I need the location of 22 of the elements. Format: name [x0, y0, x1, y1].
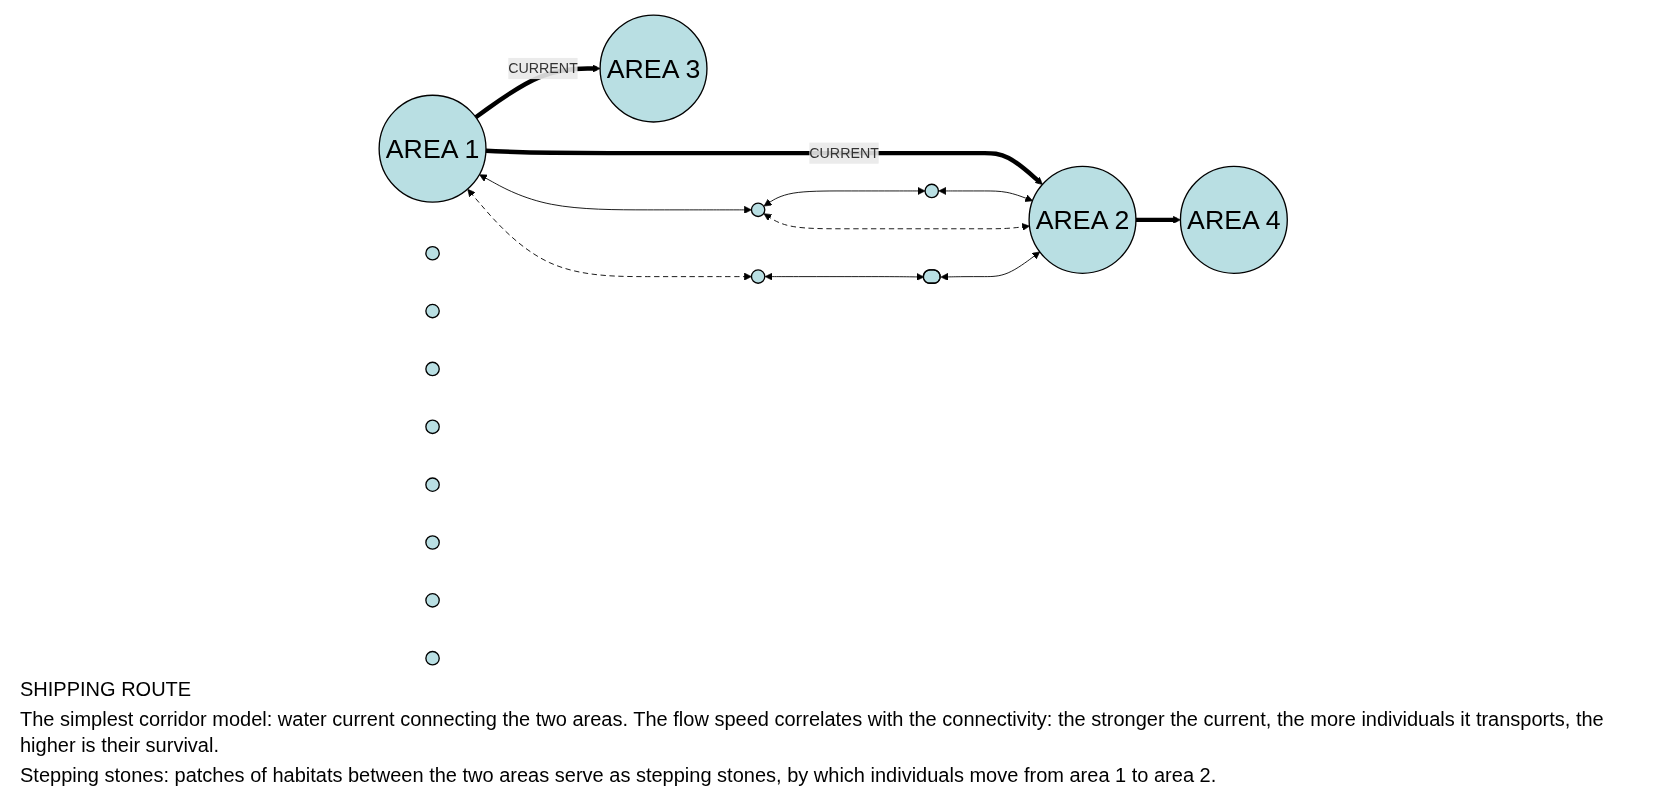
node-circle — [425, 303, 440, 319]
arrow — [485, 148, 1043, 185]
node-circle — [425, 419, 440, 435]
arrow — [1135, 215, 1181, 224]
node-circle — [425, 361, 440, 377]
node-circle — [425, 593, 440, 608]
node-circle — [924, 183, 939, 199]
node-circle — [425, 245, 440, 261]
node-circle: AREA 1 — [378, 94, 487, 203]
route-label: SHIPPING ROUTE — [20, 677, 193, 702]
node-circle — [425, 477, 440, 492]
node-circle — [425, 535, 440, 550]
node-circle: AREA 2 — [1028, 165, 1137, 274]
edge-label: CURRENT — [809, 145, 879, 161]
edge-label: CURRENT — [508, 60, 578, 76]
node-circle — [750, 202, 766, 218]
node-circle — [750, 269, 766, 284]
node-circle: AREA 3 — [599, 14, 708, 123]
note-text: The simplest corridor model: water current connecting the two areas. The flow speed correlates with the connectivity: the stronger the current, the more individuals it transports, the higher is their survival. — [20, 707, 1605, 758]
node-circle — [425, 650, 440, 666]
note-text: Stepping stones: patches of habitats between the two areas serve as stepping stones, by which individuals move from area 1 to area 2. — [20, 763, 1218, 788]
node-circle: AREA 4 — [1179, 165, 1288, 274]
